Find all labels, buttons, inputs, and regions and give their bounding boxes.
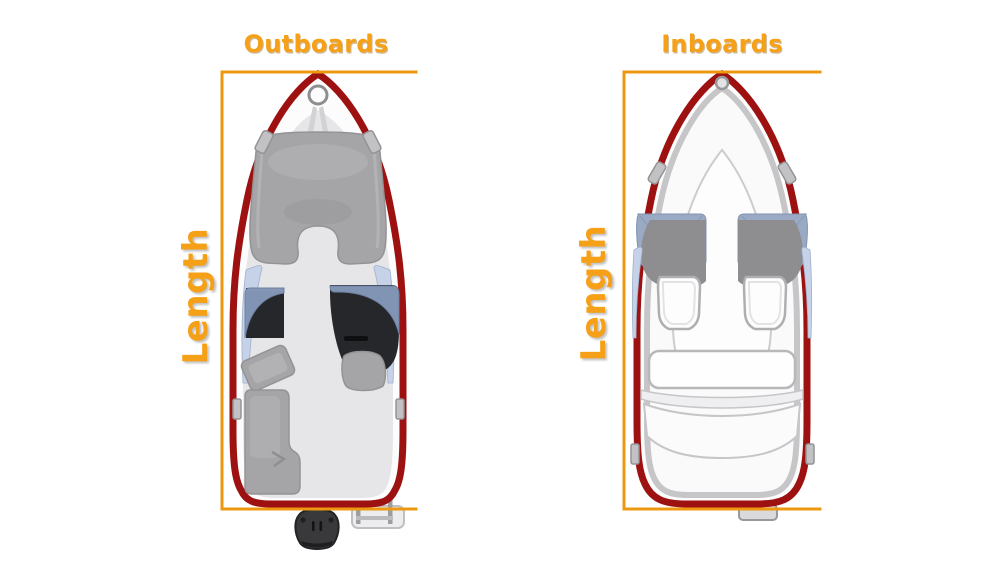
aft-l-bench bbox=[244, 389, 301, 495]
inboards-title: Inboards bbox=[661, 30, 783, 58]
stern-bench bbox=[640, 349, 804, 460]
cleats bbox=[630, 161, 815, 465]
helm-console bbox=[329, 285, 400, 375]
inboard-length-bracket bbox=[622, 70, 822, 511]
cockpit-table bbox=[240, 344, 296, 392]
bow-seating bbox=[249, 131, 387, 265]
inboard-boat-diagram bbox=[630, 69, 815, 521]
port-console bbox=[244, 287, 285, 339]
starboard-windshield-seat bbox=[737, 213, 808, 287]
outboard-length-bracket bbox=[220, 70, 418, 511]
inboard-length-label: Length bbox=[574, 224, 614, 362]
starboard-seat bbox=[341, 350, 387, 392]
outboard-length-label: Length bbox=[176, 227, 216, 365]
port-hull-windshield-strip bbox=[631, 246, 643, 339]
outboards-title: Outboards bbox=[243, 30, 389, 58]
bow-ring-icon bbox=[714, 75, 730, 91]
outboard-boat-diagram bbox=[229, 69, 407, 551]
cleats bbox=[232, 129, 405, 420]
starboard-captain-seat bbox=[742, 275, 788, 331]
steering-wheel-icon bbox=[344, 336, 368, 341]
port-windshield-seat bbox=[636, 213, 707, 287]
starboard-hull-windshield-strip bbox=[801, 246, 813, 339]
port-captain-seat bbox=[656, 275, 702, 331]
